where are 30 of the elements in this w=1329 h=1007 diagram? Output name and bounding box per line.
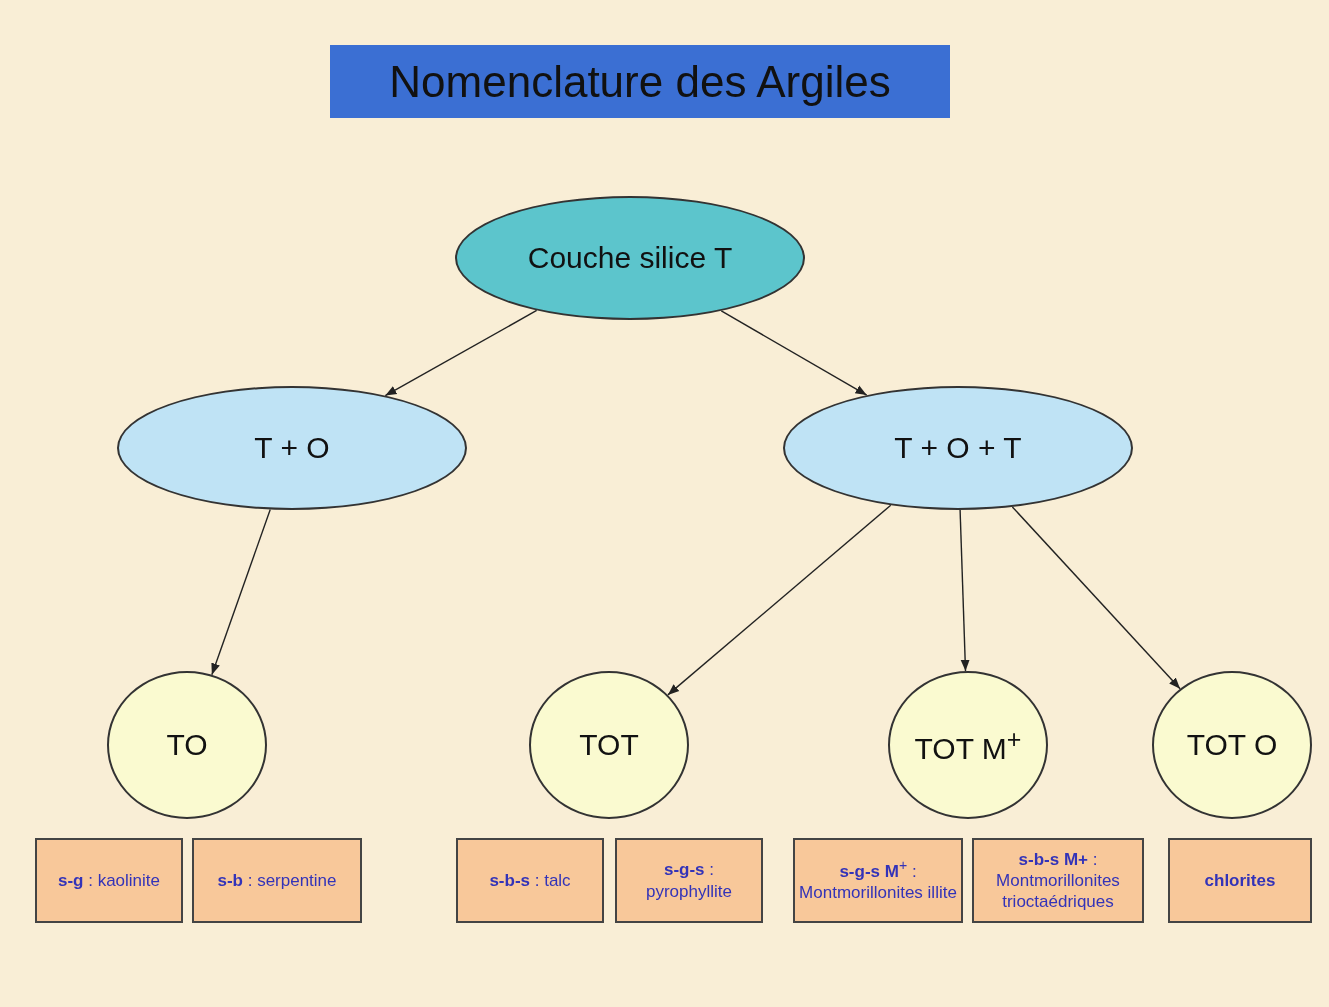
node-label: T + O (254, 431, 330, 465)
arrow (667, 504, 892, 696)
node-label: TO (166, 728, 208, 762)
arrow (959, 509, 970, 672)
node-label: Montmorillonites trioctaédriques (995, 869, 1121, 913)
rect-box (192, 838, 362, 923)
title-banner: Nomenclature des Argiles (330, 45, 950, 118)
node-label: chlorites (1204, 869, 1276, 892)
node-label: s-g-s M$^{+}$ : (839, 857, 917, 883)
node-label: Montmorillonites illite (799, 882, 957, 904)
rect-box (615, 838, 763, 923)
node-label: TOT M$^{+}$ (914, 724, 1022, 766)
node-label: TOT O (1186, 728, 1278, 762)
node-label: s-b-s M+ : (1018, 848, 1098, 870)
arrow (720, 310, 868, 396)
arrow (384, 309, 538, 397)
rect-box (1168, 838, 1312, 923)
node-label: TOT (579, 728, 639, 762)
rect-box (972, 838, 1144, 923)
node-label: pyrophyllite (646, 880, 732, 902)
node-label: s-b : serpentine (217, 869, 337, 892)
rect-box (456, 838, 604, 923)
rect-box (793, 838, 963, 923)
arrow (211, 508, 271, 676)
node-label: s-b-s : talc (489, 869, 571, 892)
rect-box (35, 838, 183, 923)
node-label: T + O + T (894, 431, 1022, 465)
node-label: s-g : kaolinite (57, 869, 160, 892)
node-label: Couche silice T (527, 241, 733, 275)
node-label: s-g-s : (663, 859, 715, 881)
